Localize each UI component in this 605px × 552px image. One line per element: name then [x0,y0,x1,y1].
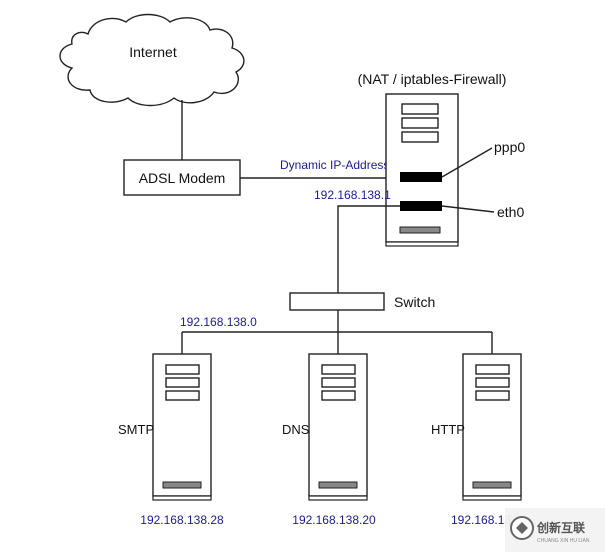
firewall-server [385,93,459,247]
watermark-text: 创新互联 [536,520,585,535]
firewall-vent [399,226,441,234]
smtp-ip: 192.168.138.28 [140,513,224,527]
modem-label: ADSL Modem [139,170,226,186]
switch [289,292,385,311]
firewall-switch-link [337,205,400,293]
adsl-modem: ADSL Modem [123,159,241,196]
http-server [462,353,522,501]
network-label: 192.168.138.0 [180,315,257,329]
internet-label: Internet [129,44,177,60]
dynamic-ip-label: Dynamic IP-Address [280,158,389,172]
ppp0-label: ppp0 [494,139,525,155]
dns-server [308,353,368,501]
ppp0-port [400,172,442,182]
http-label: HTTP [431,422,465,437]
smtp-server [152,353,212,501]
firewall-ip-label: 192.168.138.1 [314,188,391,202]
watermark-subtext: CHUANG XIN HU LIAN [537,538,590,544]
eth0-label: eth0 [497,204,524,220]
dns-label: DNS [282,422,310,437]
eth0-leader [441,205,495,213]
ppp0-leader [441,147,493,178]
internet-cloud: Internet [59,13,245,107]
eth0-port [400,201,442,211]
dns-ip: 192.168.138.20 [292,513,376,527]
http-ip: 192.168.13 [451,513,511,527]
switch-label: Switch [394,294,435,310]
smtp-label: SMTP [118,422,154,437]
firewall-title: (NAT / iptables-Firewall) [358,71,507,87]
watermark-logo: 创新互联 CHUANG XIN HU LIAN [505,508,605,552]
